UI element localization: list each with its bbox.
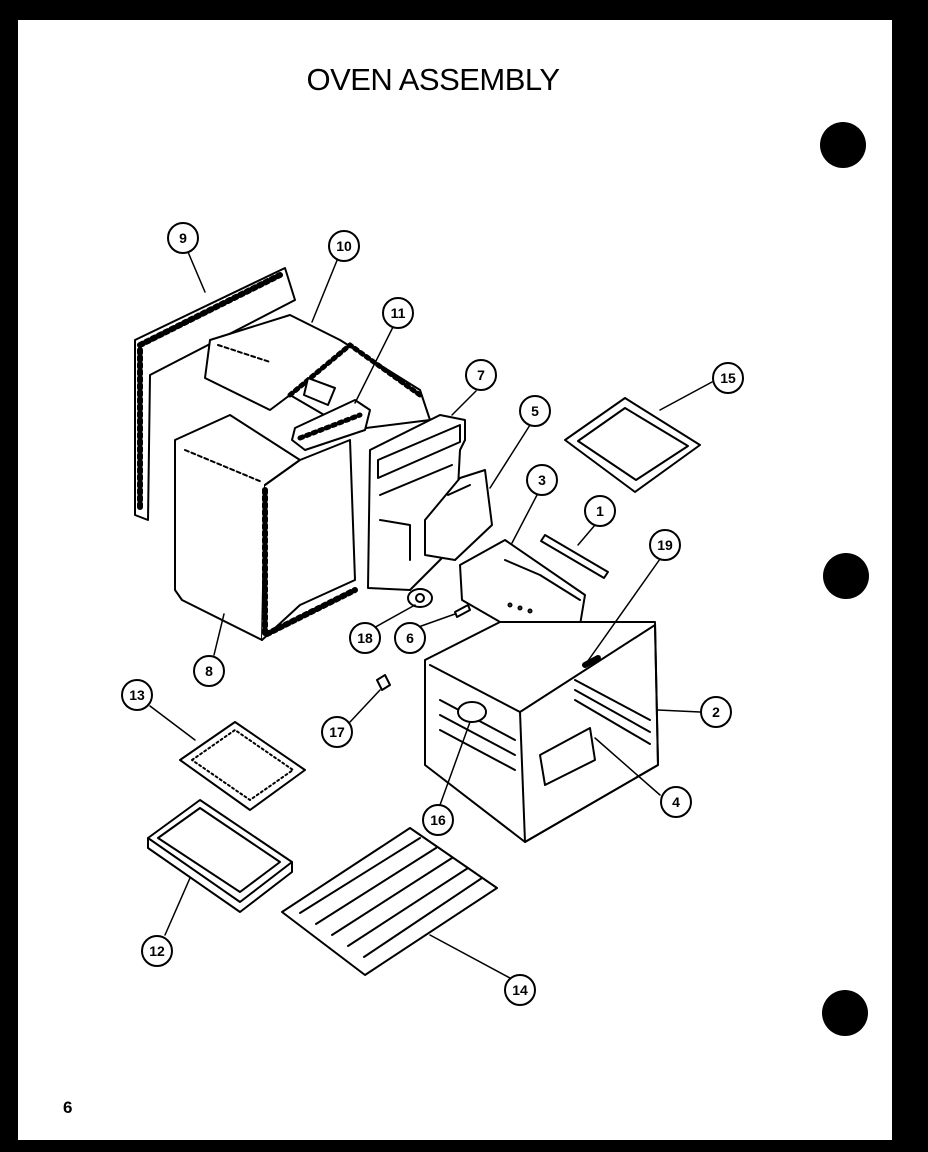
callout-11-label: 11 <box>391 305 406 321</box>
callout-4-label: 4 <box>672 794 680 810</box>
callout-18-label: 18 <box>357 630 373 646</box>
callout-12-label: 12 <box>149 943 165 959</box>
part-16-light <box>457 701 487 723</box>
callout-19-label: 19 <box>657 537 673 553</box>
callout-7: 7 <box>465 359 497 391</box>
part-17-clip <box>376 674 391 691</box>
callout-11: 11 <box>382 297 414 329</box>
callout-5: 5 <box>519 395 551 427</box>
callout-16-label: 16 <box>430 812 446 828</box>
part-14-oven-rack <box>281 827 498 976</box>
callout-10-label: 10 <box>336 238 352 254</box>
callout-1: 1 <box>584 495 616 527</box>
callout-14: 14 <box>504 974 536 1006</box>
callout-19: 19 <box>649 529 681 561</box>
callout-14-label: 14 <box>512 982 528 998</box>
binder-hole-top <box>820 122 866 168</box>
binder-hole-middle <box>823 553 869 599</box>
part-2-oven-liner <box>424 621 659 843</box>
part-5-heat-shield <box>424 469 493 561</box>
callout-5-label: 5 <box>531 403 539 419</box>
callout-6: 6 <box>394 622 426 654</box>
callout-3-label: 3 <box>538 472 546 488</box>
part-9-insulation-wrap <box>134 267 296 521</box>
callout-8: 8 <box>193 655 225 687</box>
callout-7-label: 7 <box>477 367 485 383</box>
callout-10: 10 <box>328 230 360 262</box>
callout-15: 15 <box>712 362 744 394</box>
part-10-top-insulation <box>204 314 431 431</box>
callout-17-label: 17 <box>329 724 345 740</box>
part-13-broiler-grid <box>179 721 306 811</box>
callout-4: 4 <box>660 786 692 818</box>
part-18-fitting <box>407 588 433 608</box>
callout-16: 16 <box>422 804 454 836</box>
part-12-broiler-pan <box>147 799 293 913</box>
callout-15-label: 15 <box>720 370 736 386</box>
part-6-bracket <box>454 604 471 618</box>
part-15-tray <box>564 397 701 493</box>
part-1-strip <box>540 534 609 579</box>
callout-8-label: 8 <box>205 663 213 679</box>
callout-2-label: 2 <box>712 704 720 720</box>
callout-18: 18 <box>349 622 381 654</box>
callout-13: 13 <box>121 679 153 711</box>
callout-9-label: 9 <box>179 230 187 246</box>
part-8-body-insulation <box>174 414 358 641</box>
page-number: 6 <box>63 1098 73 1117</box>
callout-9: 9 <box>167 222 199 254</box>
callout-6-label: 6 <box>406 630 414 646</box>
callout-1-label: 1 <box>596 503 604 519</box>
diagram-title: OVEN ASSEMBLY <box>306 62 560 97</box>
binder-hole-bottom <box>822 990 868 1036</box>
part-11-insulation-strip <box>291 377 371 451</box>
callout-2: 2 <box>700 696 732 728</box>
callout-12: 12 <box>141 935 173 967</box>
callout-13-label: 13 <box>129 687 145 703</box>
callout-17: 17 <box>321 716 353 748</box>
callout-3: 3 <box>526 464 558 496</box>
